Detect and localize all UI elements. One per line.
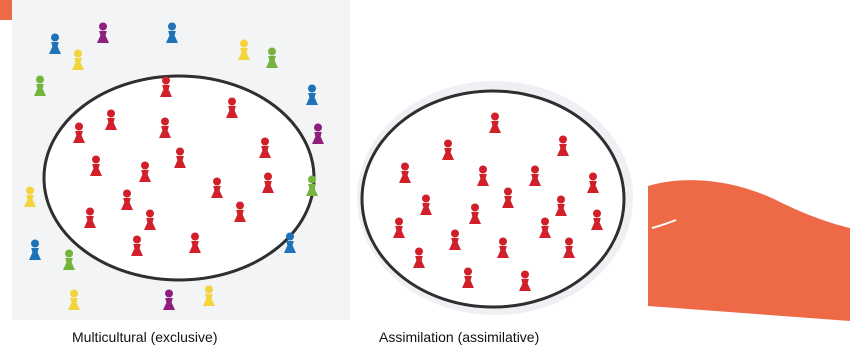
- pawn-figure-icon: [392, 217, 406, 239]
- pawn-figure-icon: [468, 203, 482, 225]
- pawn-figure-icon: [265, 47, 279, 69]
- pawn-figure-icon: [28, 239, 42, 261]
- pawn-figure-icon: [461, 267, 475, 289]
- pawn-figure-icon: [210, 177, 224, 199]
- pawn-figure-icon: [538, 217, 552, 239]
- multicultural-diagram: [12, 0, 350, 320]
- pawn-figure-icon: [261, 172, 275, 194]
- pawn-figure-icon: [496, 237, 510, 259]
- pawn-figure-icon: [488, 112, 502, 134]
- assimilation-diagram: [355, 78, 635, 318]
- pawn-figure-icon: [562, 237, 576, 259]
- pawn-figure-icon: [23, 186, 37, 208]
- assimilation-caption: Assimilation (assimilative): [379, 329, 540, 345]
- pawn-figure-icon: [165, 22, 179, 44]
- pawn-figure-icon: [225, 97, 239, 119]
- multicultural-caption: Multicultural (exclusive): [72, 329, 218, 345]
- pawn-figure-icon: [501, 187, 515, 209]
- pawn-figure-icon: [188, 232, 202, 254]
- pawn-figure-icon: [441, 139, 455, 161]
- pawn-figure-icon: [448, 229, 462, 251]
- pawn-figure-icon: [412, 247, 426, 269]
- pawn-figure-icon: [311, 123, 325, 145]
- pawn-figure-icon: [83, 207, 97, 229]
- pawn-figure-icon: [586, 172, 600, 194]
- pawn-figure-icon: [556, 135, 570, 157]
- pawn-figure-icon: [120, 189, 134, 211]
- pawn-figure-icon: [305, 84, 319, 106]
- pawn-figure-icon: [162, 289, 176, 311]
- pawn-figure-icon: [158, 117, 172, 139]
- pawn-figure-icon: [67, 289, 81, 311]
- pawn-figure-icon: [48, 33, 62, 55]
- pawn-figure-icon: [138, 161, 152, 183]
- pawn-figure-icon: [518, 270, 532, 292]
- pawn-figure-icon: [233, 201, 247, 223]
- pawn-figure-icon: [173, 147, 187, 169]
- pawn-figure-icon: [528, 165, 542, 187]
- pawn-figure-icon: [72, 122, 86, 144]
- orange-decorative-shape: [648, 180, 850, 321]
- pawn-figure-icon: [33, 75, 47, 97]
- pawn-figure-icon: [89, 155, 103, 177]
- pawn-figure-icon: [143, 209, 157, 231]
- pawn-figure-icon: [590, 209, 604, 231]
- orange-corner-tab: [0, 0, 12, 20]
- pawn-figure-icon: [305, 175, 319, 197]
- pawn-figure-icon: [476, 165, 490, 187]
- pawn-figure-icon: [104, 109, 118, 131]
- pawn-figure-icon: [283, 232, 297, 254]
- pawn-figure-icon: [62, 249, 76, 271]
- pawn-figure-icon: [130, 235, 144, 257]
- pawn-figure-icon: [258, 137, 272, 159]
- pawn-figure-icon: [398, 162, 412, 184]
- pawn-figure-icon: [554, 195, 568, 217]
- pawn-figure-icon: [419, 194, 433, 216]
- pawn-figure-icon: [96, 22, 110, 44]
- pawn-figure-icon: [237, 39, 251, 61]
- pawn-figure-icon: [71, 49, 85, 71]
- pawn-figure-icon: [159, 76, 173, 98]
- pawn-figure-icon: [202, 285, 216, 307]
